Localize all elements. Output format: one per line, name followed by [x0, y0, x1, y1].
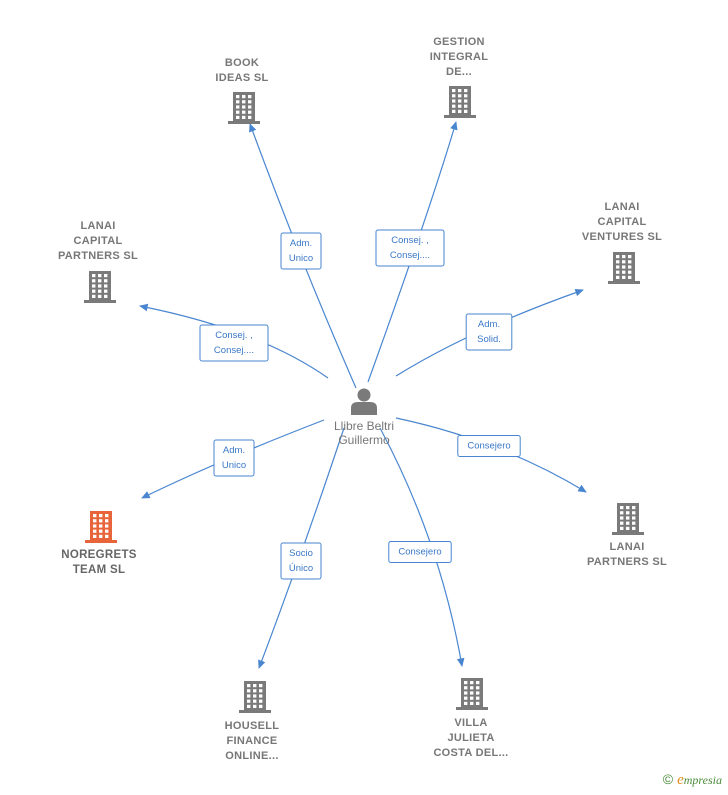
company-name: HOUSELL	[225, 720, 280, 732]
relation-text: Adm.	[223, 445, 245, 456]
relation-text: Unico	[222, 460, 246, 471]
company-name: INTEGRAL	[430, 51, 489, 63]
relation-box	[457, 435, 521, 457]
relation-label[interactable]: Consej. , Consej....	[199, 324, 269, 362]
nodes: BOOK IDEAS SL GESTION INTEGRAL DE... LANAI CAP…	[58, 36, 667, 762]
company-name: CAPITAL	[74, 235, 123, 247]
company-name: DE...	[446, 66, 472, 78]
company-node-lanai-capital-partners[interactable]: LANAI CAPITAL PARTNERS SL	[58, 220, 138, 303]
company-node-book-ideas[interactable]: BOOK IDEAS SL	[215, 57, 268, 124]
relation-label[interactable]: Adm. Unico	[280, 232, 322, 270]
company-name: FINANCE	[227, 735, 278, 747]
copyright-icon: ©	[662, 771, 674, 787]
company-name: VILLA	[454, 717, 487, 729]
company-name: JULIETA	[447, 732, 494, 744]
person-name: Guillermo	[338, 433, 390, 447]
relation-text: Adm.	[478, 319, 500, 330]
relation-box	[280, 232, 322, 270]
relation-text: Consej....	[214, 345, 254, 356]
relation-label[interactable]: Adm. Unico	[213, 439, 255, 477]
building-icon[interactable]	[456, 678, 488, 710]
company-node-lanai-capital-ventures[interactable]: LANAI CAPITAL VENTURES SL	[582, 201, 662, 284]
relation-text: Consej. ,	[391, 235, 429, 246]
building-icon[interactable]	[239, 681, 271, 713]
relation-box	[213, 439, 255, 477]
relation-label[interactable]: Consej. , Consej....	[375, 229, 445, 267]
company-node-lanai-partners[interactable]: LANAI PARTNERS SL	[587, 503, 667, 568]
company-name: CAPITAL	[598, 216, 647, 228]
company-name: COSTA DEL...	[433, 747, 508, 759]
building-icon[interactable]	[444, 86, 476, 118]
company-node-gestion-integral[interactable]: GESTION INTEGRAL DE...	[430, 36, 489, 118]
relation-box	[375, 229, 445, 267]
company-name: ONLINE...	[225, 750, 278, 762]
relation-text: Consej....	[390, 250, 430, 261]
company-name: LANAI	[80, 220, 115, 232]
person-name: Llibre Beltri	[334, 419, 394, 433]
company-node-villa-julieta[interactable]: VILLA JULIETA COSTA DEL...	[433, 678, 508, 759]
relation-box	[199, 324, 269, 362]
company-name: PARTNERS SL	[58, 250, 138, 262]
relation-text: Socio	[289, 548, 313, 559]
relation-text: Consej. ,	[215, 330, 253, 341]
relation-text: Consejero	[467, 441, 510, 452]
relation-text: Adm.	[290, 238, 312, 249]
relation-box	[388, 541, 452, 563]
relation-text: Solid.	[477, 334, 501, 345]
relation-text: Único	[289, 563, 313, 574]
relation-label[interactable]: Consejero	[388, 541, 452, 563]
relation-box	[280, 542, 322, 580]
relation-text: Consejero	[398, 547, 441, 558]
relation-label[interactable]: Consejero	[457, 435, 521, 457]
company-name: BOOK	[225, 57, 259, 69]
company-name: PARTNERS SL	[587, 556, 667, 568]
company-node-noregrets-team[interactable]: NOREGRETS TEAM SL	[61, 511, 137, 576]
company-name: NOREGRETS	[61, 549, 137, 561]
company-name: TEAM SL	[73, 564, 126, 576]
relation-box	[465, 313, 513, 351]
relation-label[interactable]: Adm. Solid.	[465, 313, 513, 351]
person-icon	[351, 388, 377, 415]
company-node-housell-finance[interactable]: HOUSELL FINANCE ONLINE...	[225, 681, 280, 762]
company-name: IDEAS SL	[215, 72, 268, 84]
company-name: LANAI	[604, 201, 639, 213]
building-icon[interactable]	[612, 503, 644, 535]
building-icon[interactable]	[608, 252, 640, 284]
brand-logo: ©empresia	[662, 771, 722, 788]
building-icon[interactable]	[85, 511, 117, 543]
company-name: VENTURES SL	[582, 231, 662, 243]
building-icon[interactable]	[228, 92, 260, 124]
relation-text: Unico	[289, 253, 313, 264]
company-name: GESTION	[433, 36, 485, 48]
building-icon[interactable]	[84, 271, 116, 303]
company-name: LANAI	[609, 541, 644, 553]
